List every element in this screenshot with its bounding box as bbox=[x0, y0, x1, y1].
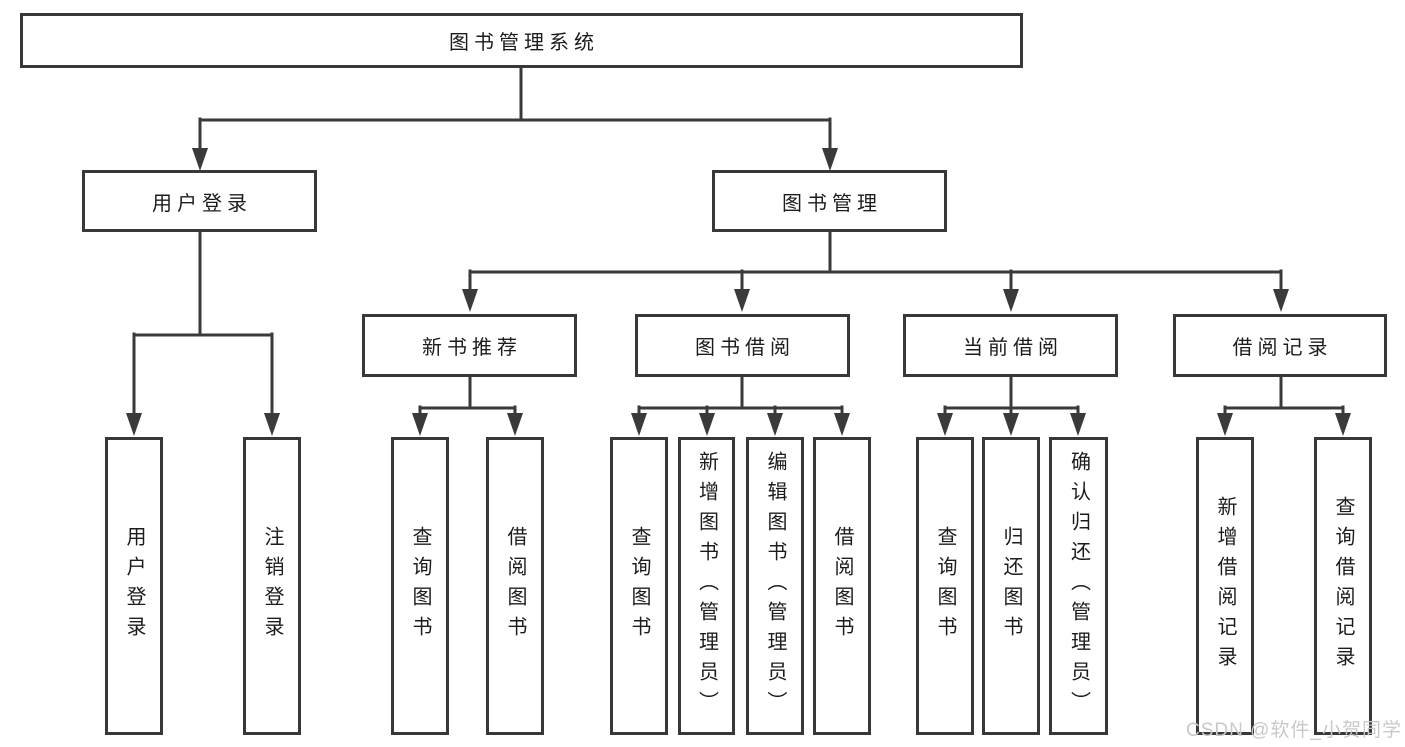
leaf-records-query-record-label: 查询借阅记录 bbox=[1332, 496, 1354, 676]
leaf-user-login-label: 用户登录 bbox=[123, 526, 145, 646]
node-new-book-recommend-label: 新书推荐 bbox=[422, 337, 522, 359]
leaf-newbooks-query-books-label: 查询图书 bbox=[409, 526, 431, 646]
leaf-borrow-add-books-admin: 新增图书（管理员） bbox=[678, 437, 735, 735]
leaf-borrow-borrow-books: 借阅图书 bbox=[813, 437, 871, 735]
node-book-borrowing: 图书借阅 bbox=[635, 314, 850, 377]
node-library-system-label: 图书管理系统 bbox=[449, 32, 599, 54]
leaf-logout-label: 注销登录 bbox=[261, 526, 283, 646]
leaf-records-add-record-label: 新增借阅记录 bbox=[1214, 496, 1236, 676]
node-user-login-label: 用户登录 bbox=[152, 192, 252, 215]
leaf-current-query-books: 查询图书 bbox=[916, 437, 974, 735]
leaf-records-add-record: 新增借阅记录 bbox=[1196, 437, 1254, 735]
leaf-newbooks-query-books: 查询图书 bbox=[391, 437, 449, 735]
node-library-system: 图书管理系统 bbox=[20, 13, 1023, 68]
watermark-text: CSDN @软件_小贺同学 bbox=[1186, 720, 1402, 741]
node-current-borrowing: 当前借阅 bbox=[903, 314, 1118, 377]
node-book-management-label: 图书管理 bbox=[782, 192, 882, 215]
leaf-current-return-books: 归还图书 bbox=[982, 437, 1040, 735]
node-borrowing-records-label: 借阅记录 bbox=[1232, 337, 1333, 359]
leaf-borrow-query-books-label: 查询图书 bbox=[628, 526, 650, 646]
node-book-borrowing-label: 图书借阅 bbox=[695, 337, 795, 359]
leaf-logout: 注销登录 bbox=[243, 437, 301, 735]
leaf-borrow-add-books-admin-label: 新增图书（管理员） bbox=[695, 451, 718, 721]
leaf-borrow-borrow-books-label: 借阅图书 bbox=[831, 526, 853, 646]
leaf-borrow-query-books: 查询图书 bbox=[610, 437, 668, 735]
node-current-borrowing-label: 当前借阅 bbox=[963, 337, 1063, 359]
node-user-login: 用户登录 bbox=[82, 170, 317, 232]
leaf-current-confirm-return-admin-label: 确认归还（管理员） bbox=[1067, 451, 1090, 721]
leaf-current-confirm-return-admin: 确认归还（管理员） bbox=[1049, 437, 1108, 735]
node-book-management: 图书管理 bbox=[712, 170, 947, 232]
node-new-book-recommend: 新书推荐 bbox=[362, 314, 577, 377]
leaf-borrow-edit-books-admin: 编辑图书（管理员） bbox=[746, 437, 804, 735]
leaf-newbooks-borrow-books: 借阅图书 bbox=[486, 437, 544, 735]
leaf-records-query-record: 查询借阅记录 bbox=[1314, 437, 1372, 735]
leaf-newbooks-borrow-books-label: 借阅图书 bbox=[504, 526, 526, 646]
node-borrowing-records: 借阅记录 bbox=[1173, 314, 1387, 377]
leaf-current-return-books-label: 归还图书 bbox=[1000, 526, 1022, 646]
leaf-current-query-books-label: 查询图书 bbox=[934, 526, 956, 646]
leaf-user-login: 用户登录 bbox=[105, 437, 163, 735]
leaf-borrow-edit-books-admin-label: 编辑图书（管理员） bbox=[764, 451, 786, 721]
